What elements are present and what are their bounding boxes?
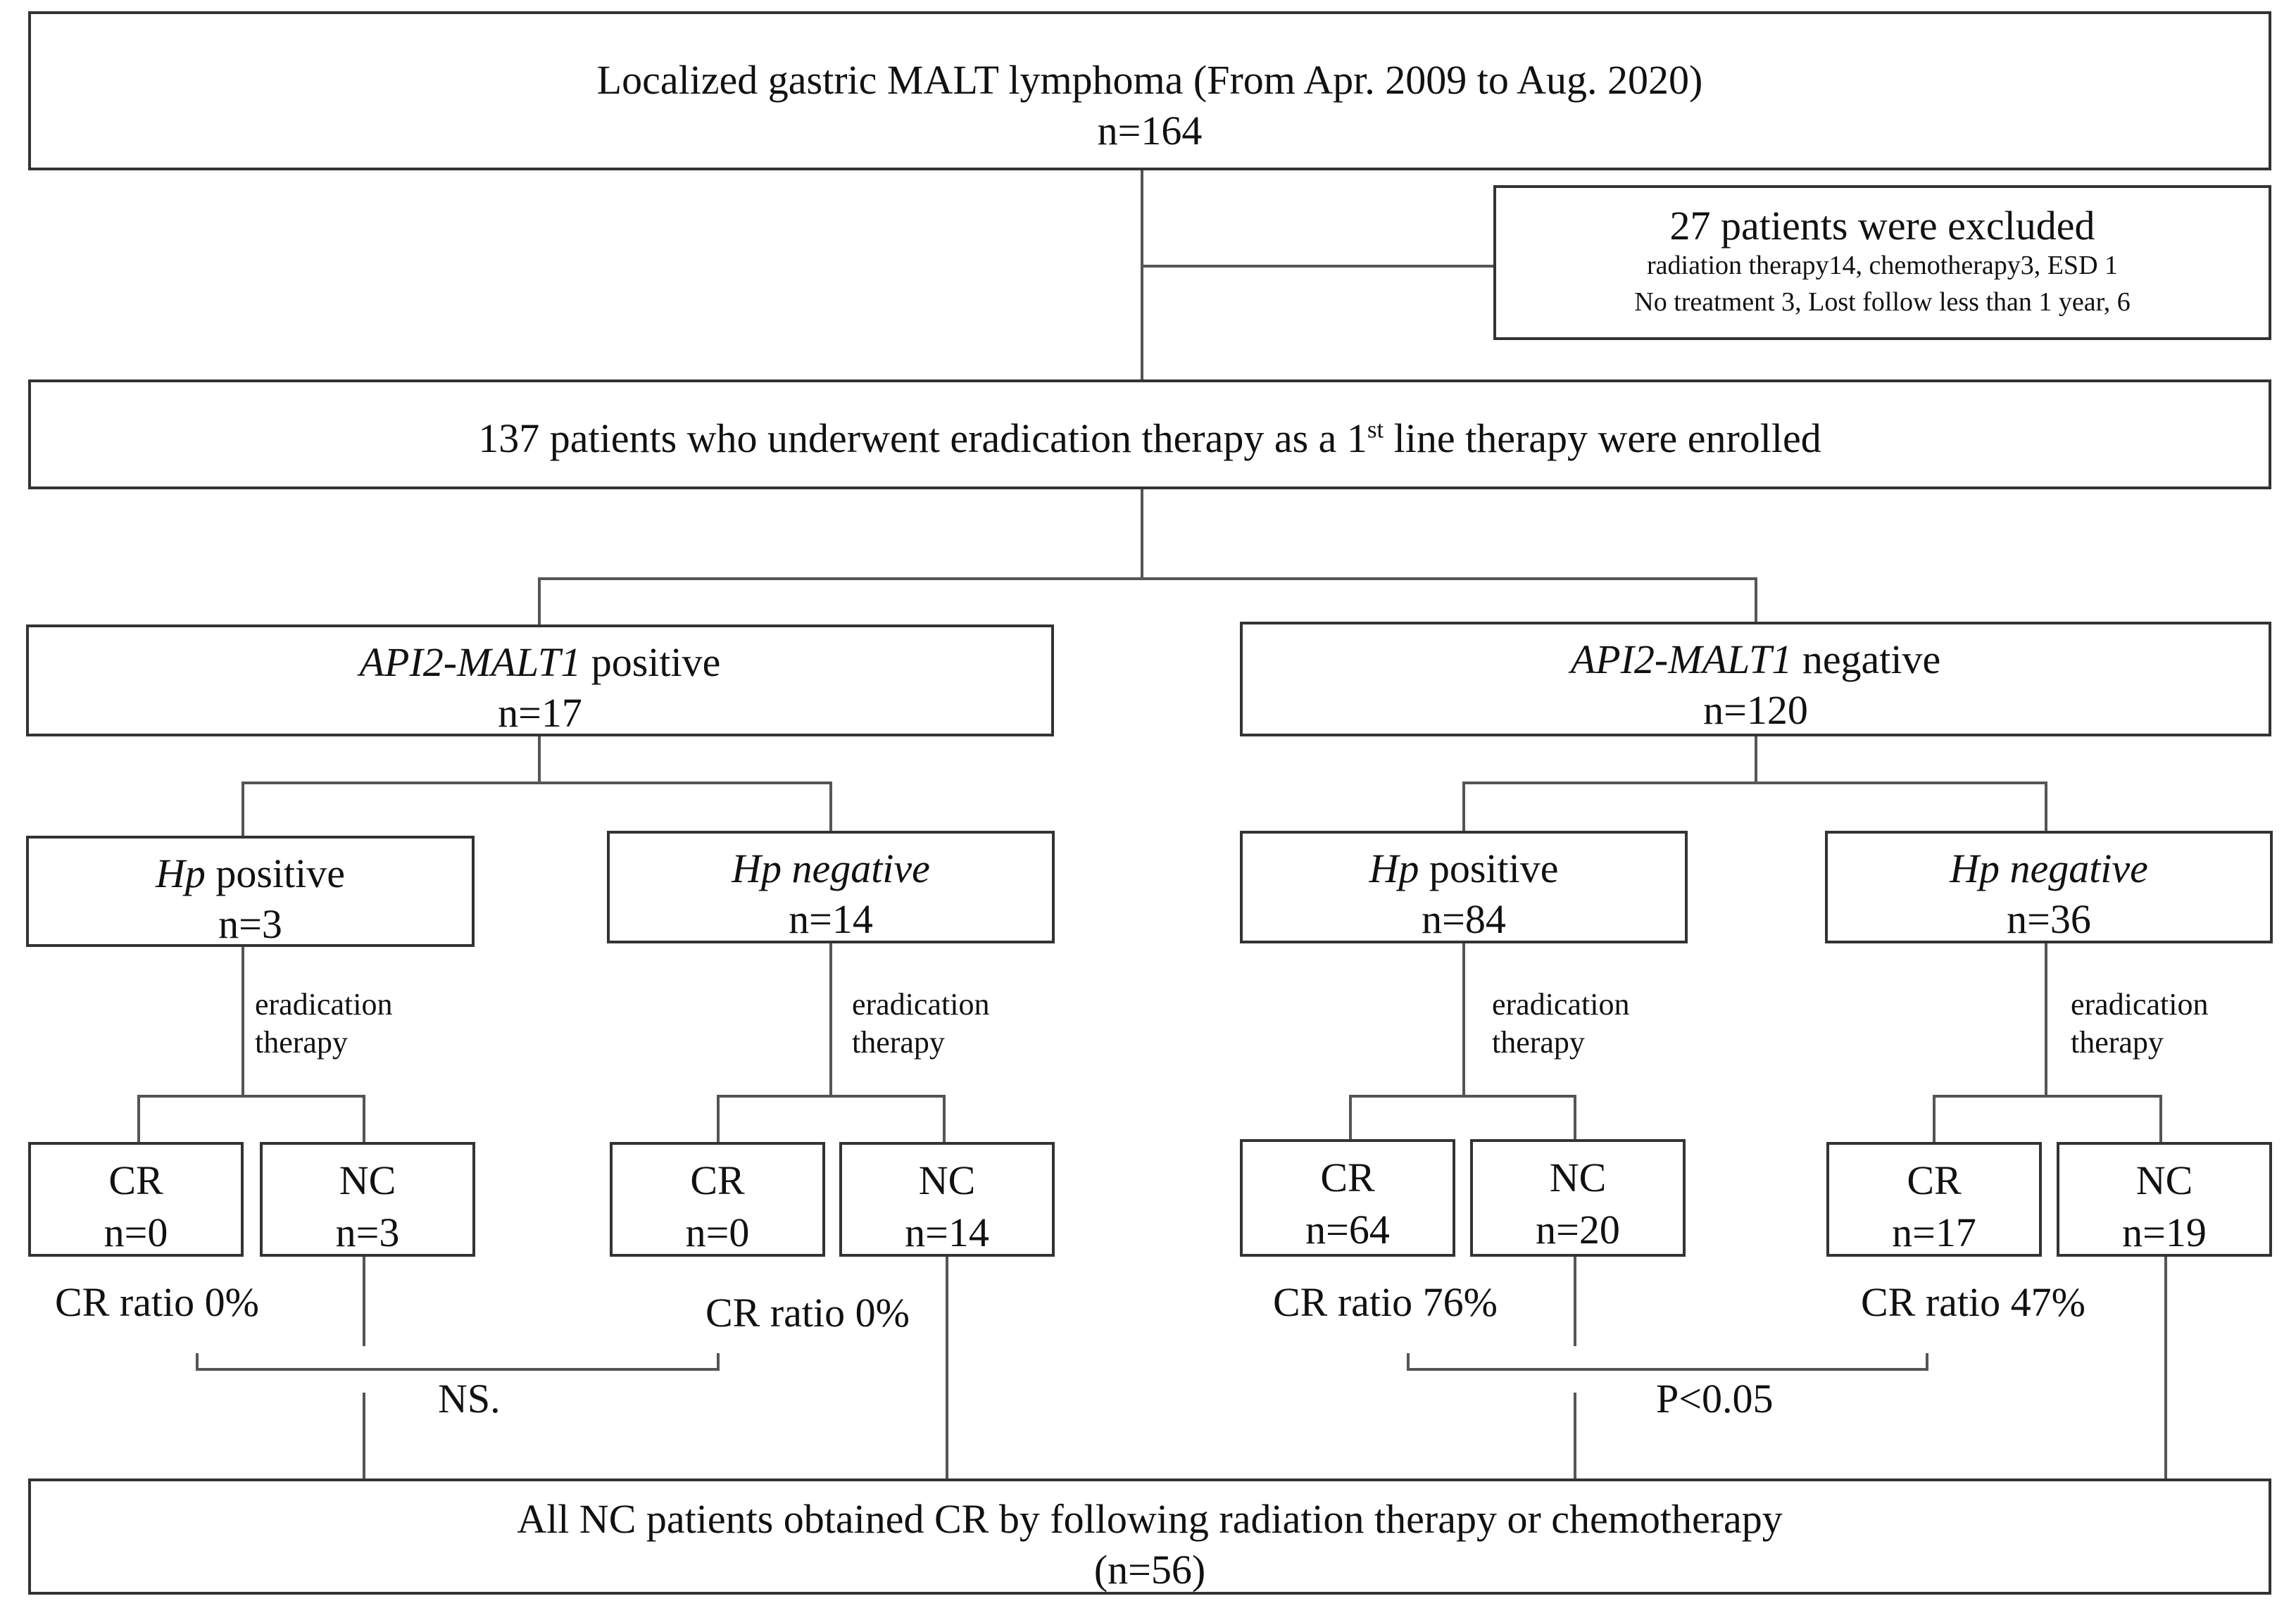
outcome-label: CR — [108, 1157, 163, 1203]
outcome-label: CR — [1320, 1155, 1375, 1200]
enrolled-box: 137 patients who underwent eradication t… — [28, 379, 2271, 489]
final-outcome-text: All NC patients obtained CR by following… — [517, 1496, 1783, 1542]
outcome-label: NC — [918, 1157, 976, 1203]
outcome-count: n=14 — [905, 1210, 989, 1255]
significance-label-ns: NS. — [438, 1376, 501, 1421]
outcome-box-cr: CR n=0 — [28, 1142, 244, 1257]
outcome-count: n=0 — [103, 1210, 168, 1255]
api2-malt1-positive-count: n=17 — [498, 690, 582, 736]
outcome-label: NC — [2135, 1157, 2193, 1203]
population-title: Localized gastric MALT lymphoma (From Ap… — [596, 57, 1703, 103]
outcome-box-nc: NC n=3 — [260, 1142, 475, 1257]
outcome-box-nc: NC n=14 — [839, 1142, 1055, 1257]
population-box: Localized gastric MALT lymphoma (From Ap… — [28, 11, 2271, 170]
hp-negative-box: Hp negative n=14 — [607, 831, 1055, 943]
outcome-count: n=64 — [1305, 1207, 1390, 1252]
excluded-reasons-2: No treatment 3, Lost follow less than 1 … — [1634, 287, 2131, 317]
cr-ratio-label: CR ratio 0% — [55, 1279, 259, 1325]
cr-ratio-label: CR ratio 0% — [705, 1290, 910, 1336]
hp-negative-box: Hp negative n=36 — [1825, 831, 2273, 943]
final-outcome-count: (n=56) — [1093, 1547, 1206, 1593]
final-outcome-box: All NC patients obtained CR by following… — [28, 1478, 2271, 1595]
significance-label-p: P<0.05 — [1656, 1376, 1774, 1421]
outcome-count: n=19 — [2122, 1210, 2207, 1255]
outcome-box-nc: NC n=20 — [1470, 1139, 1686, 1257]
hp-label: Hp negative — [1950, 846, 2148, 891]
hp-label: Hp positive — [1369, 846, 1559, 891]
hp-positive-box: Hp positive n=3 — [26, 836, 475, 947]
excluded-title: 27 patients were excluded — [1669, 203, 2095, 249]
hp-label: Hp positive — [155, 850, 346, 896]
population-count: n=164 — [1097, 108, 1203, 153]
outcome-count: n=3 — [335, 1210, 400, 1255]
excluded-box: 27 patients were excluded radiation ther… — [1493, 185, 2271, 340]
cr-ratio-label: CR ratio 47% — [1861, 1279, 2085, 1325]
hp-count: n=3 — [218, 901, 282, 947]
outcome-box-cr: CR n=17 — [1826, 1142, 2042, 1257]
enrolled-text: 137 patients who underwent eradication t… — [478, 415, 1821, 461]
excluded-reasons-1: radiation therapy14, chemotherapy3, ESD … — [1646, 251, 2119, 280]
outcome-label: NC — [1549, 1155, 1607, 1200]
outcome-count: n=0 — [685, 1210, 750, 1255]
hp-count: n=14 — [789, 896, 873, 942]
hp-count: n=36 — [2007, 896, 2091, 942]
outcome-label: CR — [690, 1157, 745, 1203]
outcome-box-nc: NC n=19 — [2057, 1142, 2272, 1257]
api2-malt1-negative-label: API2-MALT1 negative — [1570, 636, 1941, 682]
outcome-count: n=17 — [1892, 1210, 1976, 1255]
outcome-label: CR — [1907, 1157, 1962, 1203]
hp-label: Hp negative — [732, 846, 930, 891]
hp-positive-box: Hp positive n=84 — [1240, 831, 1688, 943]
api2-malt1-negative-box: API2-MALT1 negative n=120 — [1240, 622, 2271, 736]
outcome-label: NC — [339, 1157, 396, 1203]
outcome-box-cr: CR n=64 — [1240, 1139, 1455, 1257]
hp-count: n=84 — [1422, 896, 1506, 942]
api2-malt1-positive-box: API2-MALT1 positive n=17 — [26, 624, 1054, 736]
api2-malt1-negative-count: n=120 — [1703, 687, 1808, 733]
api2-malt1-positive-label: API2-MALT1 positive — [359, 639, 721, 685]
outcome-box-cr: CR n=0 — [610, 1142, 825, 1257]
outcome-count: n=20 — [1536, 1207, 1620, 1252]
cr-ratio-label: CR ratio 76% — [1273, 1279, 1498, 1325]
